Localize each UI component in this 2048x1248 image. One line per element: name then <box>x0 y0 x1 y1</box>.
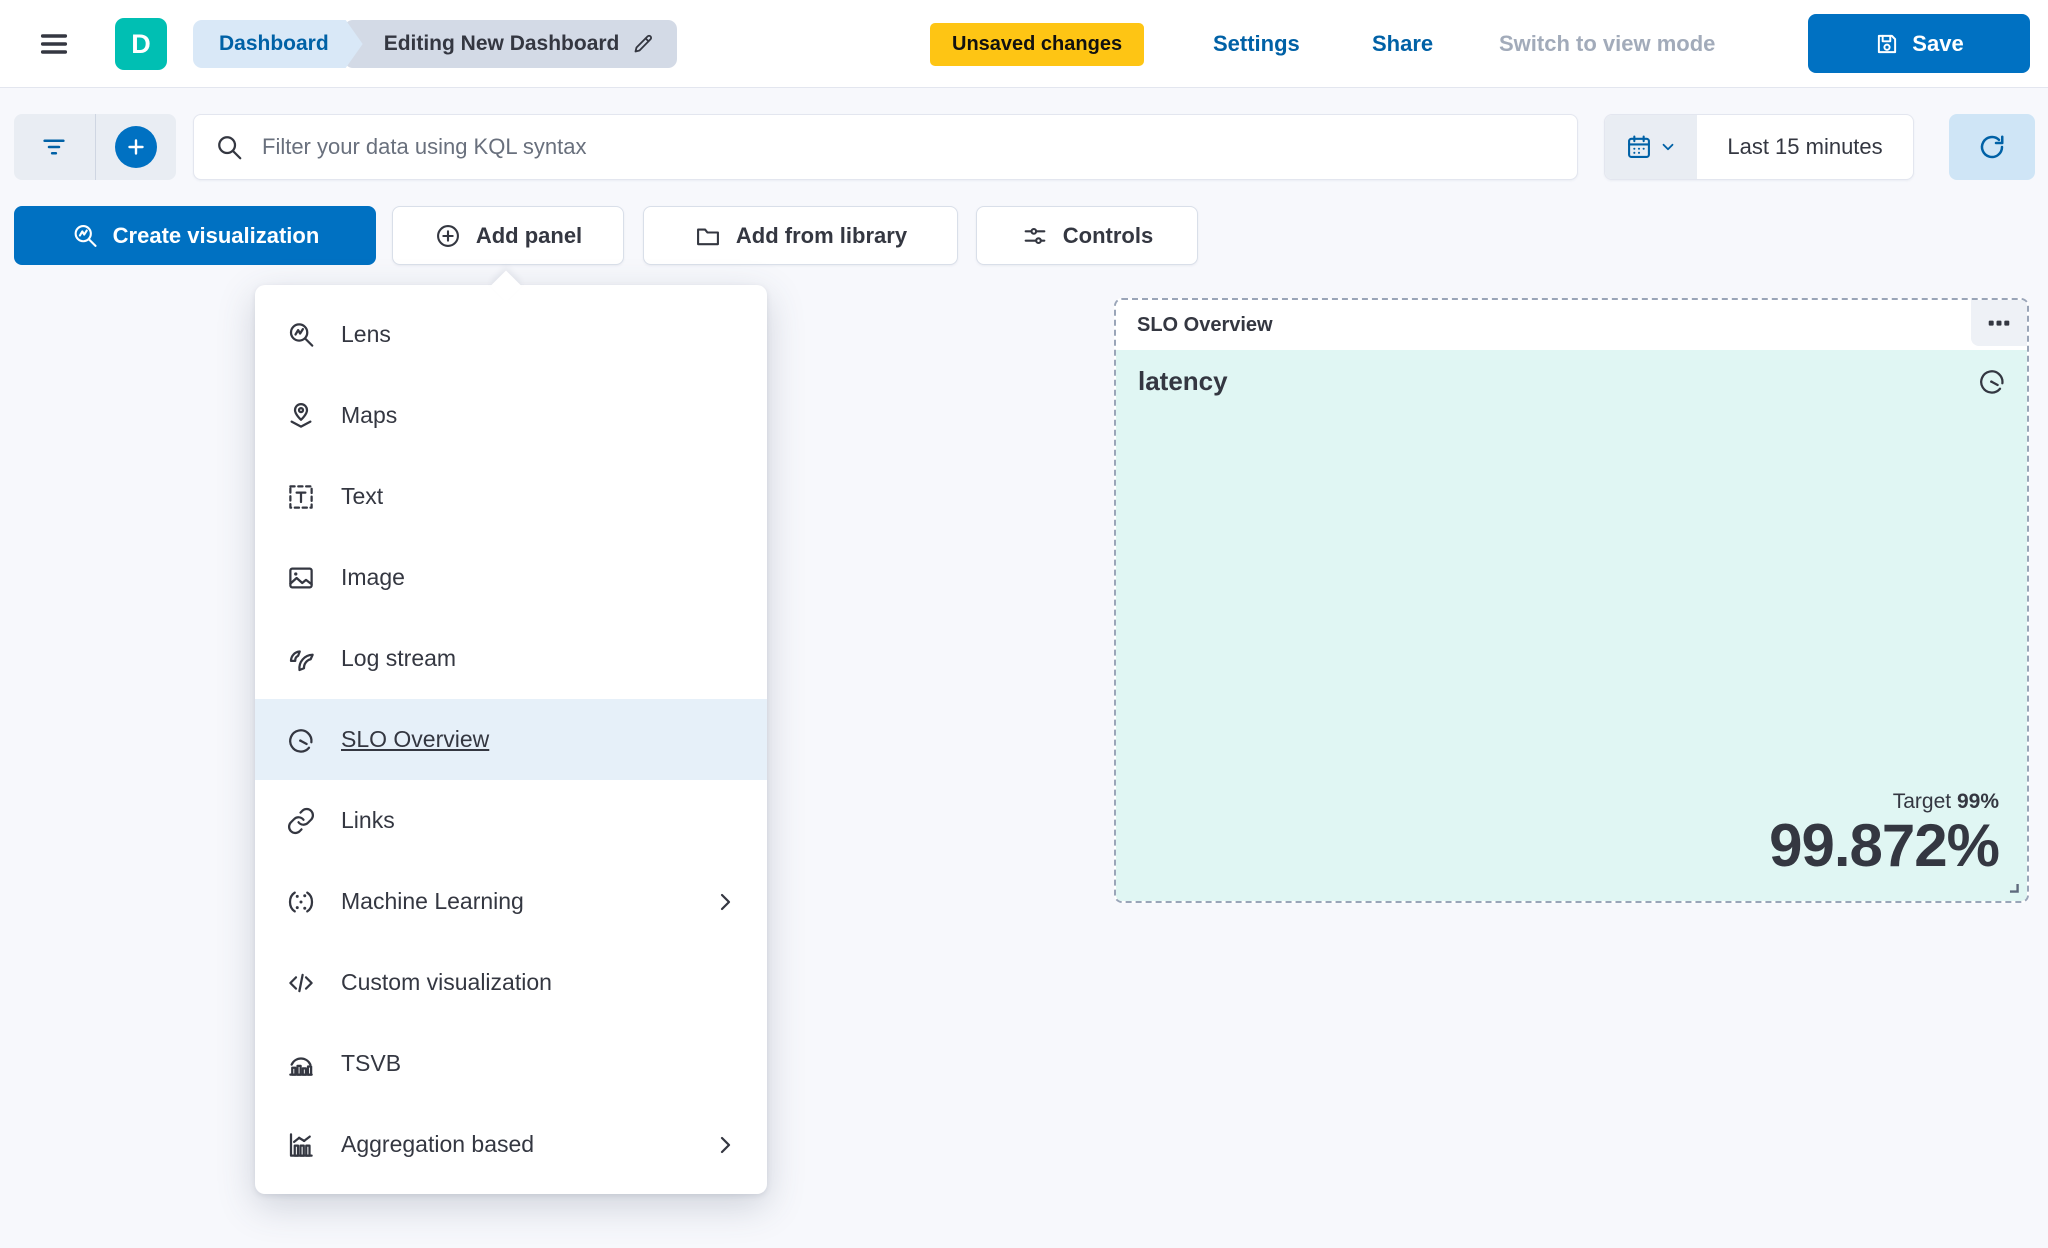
menu-item-links[interactable]: Links <box>255 780 767 861</box>
folder-icon <box>696 228 719 245</box>
filter-bar: Last 15 minutes <box>0 89 2048 189</box>
create-visualization-button[interactable]: Create visualization <box>14 206 376 265</box>
app-header: D Dashboard Editing New Dashboard Unsave… <box>0 0 2048 88</box>
add-panel-button[interactable]: Add panel <box>392 206 624 265</box>
menu-item-label: Custom visualization <box>341 969 552 995</box>
plus-in-circle-icon <box>436 224 459 247</box>
add-panel-label: Add panel <box>475 222 583 248</box>
menu-item-label: SLO Overview <box>341 726 490 752</box>
slo-target-label: Target <box>1892 790 1952 814</box>
link-icon <box>285 806 317 836</box>
menu-item-aggregation-based[interactable]: Aggregation based <box>255 1104 767 1185</box>
menu-item-label: Text <box>341 483 384 509</box>
pencil-icon <box>631 32 655 56</box>
log-stream-icon <box>285 644 317 674</box>
code-icon <box>285 968 317 998</box>
slo-target-value: 99% <box>1956 790 1999 814</box>
chevron-right-icon <box>713 1133 737 1157</box>
save-button[interactable]: Save <box>1808 14 2030 73</box>
gauge-icon <box>1977 366 2007 396</box>
calendar-icon <box>1628 135 1650 158</box>
image-icon <box>285 563 317 593</box>
slo-name: latency <box>1138 366 1228 396</box>
chevron-down-icon <box>1662 143 1674 151</box>
filter-icon[interactable] <box>14 114 95 180</box>
menu-item-label: Lens <box>341 321 391 347</box>
unsaved-changes-badge: Unsaved changes <box>930 23 1145 66</box>
dashboard-toolbar: Create visualization Add panel Add from … <box>0 196 2048 266</box>
breadcrumb-current[interactable]: Editing New Dashboard <box>343 20 678 68</box>
panel-title: SLO Overview <box>1137 313 1273 336</box>
lens-icon <box>74 224 97 247</box>
create-visualization-label: Create visualization <box>112 222 320 248</box>
switch-to-view-mode-link[interactable]: Switch to view mode <box>1499 31 1716 56</box>
refresh-button[interactable] <box>1949 114 2035 180</box>
filter-controls-group <box>14 114 176 180</box>
breadcrumb-current-label: Editing New Dashboard <box>383 32 620 55</box>
slo-figures: Target 99% 99.872% <box>1769 790 2000 880</box>
add-from-library-button[interactable]: Add from library <box>643 206 958 265</box>
menu-item-label: Aggregation based <box>341 1131 535 1157</box>
menu-item-label: TSVB <box>341 1050 402 1076</box>
menu-item-lens[interactable]: Lens <box>255 294 767 375</box>
menu-item-label: Image <box>341 564 405 590</box>
menu-item-label: Log stream <box>341 645 457 671</box>
text-icon <box>285 482 317 512</box>
plus-circle-icon <box>114 126 157 168</box>
panel-options-icon <box>1988 320 2010 326</box>
breadcrumb: Dashboard Editing New Dashboard <box>193 20 678 68</box>
controls-label: Controls <box>1062 222 1154 248</box>
kql-search-input[interactable] <box>262 134 1557 160</box>
panel-resize-handle[interactable] <box>2002 876 2024 898</box>
time-range-button[interactable]: Last 15 minutes <box>1727 134 1883 159</box>
space-avatar[interactable]: D <box>115 18 167 70</box>
refresh-icon <box>1980 135 2004 159</box>
divider <box>94 114 96 180</box>
lens-icon <box>285 320 317 350</box>
save-button-label: Save <box>1912 30 1964 56</box>
slo-panel-body[interactable]: latency Target 99% 99.872% <box>1116 350 2027 901</box>
menu-item-image[interactable]: Image <box>255 537 767 618</box>
panel-header: SLO Overview <box>1116 300 2027 350</box>
breadcrumb-dashboard[interactable]: Dashboard <box>193 20 363 68</box>
kql-search-box <box>193 114 1578 180</box>
slo-overview-panel: SLO Overview latency Target 99% 99.872% <box>1114 298 2029 903</box>
menu-item-slo-overview[interactable]: SLO Overview <box>255 699 767 780</box>
menu-item-text[interactable]: Text <box>255 456 767 537</box>
search-icon <box>218 136 242 160</box>
menu-item-label: Maps <box>341 402 398 428</box>
settings-link[interactable]: Settings <box>1213 31 1300 56</box>
panel-options-button[interactable] <box>1971 300 2027 346</box>
calendar-dropdown-button[interactable] <box>1605 115 1697 179</box>
add-filter-button[interactable] <box>96 114 177 180</box>
controls-button[interactable]: Controls <box>976 206 1198 265</box>
add-from-library-label: Add from library <box>735 222 908 248</box>
menu-item-log-stream[interactable]: Log stream <box>255 618 767 699</box>
machine-learning-icon <box>285 887 317 917</box>
menu-item-label: Machine Learning <box>341 888 524 914</box>
menu-hamburger-icon[interactable] <box>32 24 76 64</box>
menu-item-tsvb[interactable]: TSVB <box>255 1023 767 1104</box>
save-floppy-icon <box>1878 34 1897 53</box>
slo-value: 99.872% <box>1769 812 2000 880</box>
share-link[interactable]: Share <box>1372 31 1434 56</box>
gauge-icon <box>285 725 317 755</box>
maps-icon <box>285 401 317 431</box>
tsvb-icon <box>285 1049 317 1079</box>
menu-item-maps[interactable]: Maps <box>255 375 767 456</box>
sliders-icon <box>1024 227 1046 244</box>
add-panel-menu: Lens Maps Text Image Log stream SLO Over… <box>255 270 767 1194</box>
chevron-right-icon <box>713 890 737 914</box>
aggregation-icon <box>285 1130 317 1160</box>
slo-target: Target 99% <box>1769 790 1999 814</box>
time-range-picker: Last 15 minutes <box>1604 114 1914 180</box>
menu-item-machine-learning[interactable]: Machine Learning <box>255 861 767 942</box>
menu-item-custom-visualization[interactable]: Custom visualization <box>255 942 767 1023</box>
menu-item-label: Links <box>341 807 395 833</box>
